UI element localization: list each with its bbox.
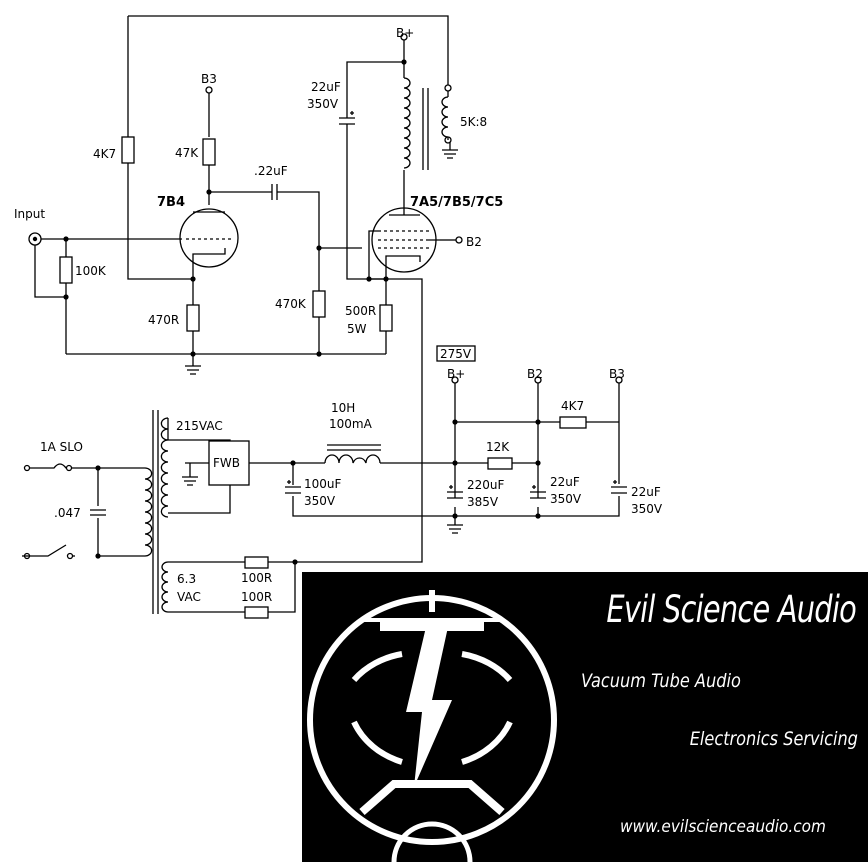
label-r-100k: 100K <box>75 264 107 278</box>
label-psu-b3: B3 <box>609 367 625 381</box>
label-c-22uf-b2-v: 350V <box>550 492 582 506</box>
label-heater-vac: VAC <box>177 590 201 604</box>
label-b2-screen: B2 <box>466 235 482 249</box>
label-pt-secondary: 215VAC <box>176 419 223 433</box>
label-ot-ratio: 5K:8 <box>460 115 487 129</box>
label-tube-v1: 7B4 <box>157 195 185 210</box>
label-c-047: .047 <box>54 506 81 520</box>
label-c-100uf: 100uF <box>304 477 342 491</box>
label-r-500r: 500R <box>345 304 376 318</box>
rectifier-box <box>208 440 250 486</box>
label-c-100uf-v: 350V <box>304 494 336 508</box>
label-psu-voltage: 275V <box>440 347 472 361</box>
label-c-22uf-b3: 22uF <box>631 485 661 499</box>
labels: Input B3 4K7 47K .22uF 7B4 100K 470R B+ … <box>14 26 663 604</box>
logo-panel: Evil Science Audio Vacuum Tube Audio Ele… <box>302 572 868 862</box>
label-bplus-top: B+ <box>396 26 414 40</box>
label-r-100r-a: 100R <box>241 571 272 585</box>
label-tube-v2: 7A5/7B5/7C5 <box>410 195 503 210</box>
fuse-symbol <box>23 463 73 472</box>
label-input: Input <box>14 207 45 221</box>
label-c-out-value: 22uF <box>311 80 341 94</box>
label-c-22uf-b3-v: 350V <box>631 502 663 516</box>
logo-tagline-2: Electronics Servicing <box>689 728 858 750</box>
label-c-22uf-b2: 22uF <box>550 475 580 489</box>
label-r-470k: 470K <box>275 297 307 311</box>
label-r-4k7-psu: 4K7 <box>561 399 584 413</box>
resistors <box>59 136 587 619</box>
label-r-4k7: 4K7 <box>93 147 116 161</box>
power-transformer <box>144 410 169 614</box>
label-psu-b2: B2 <box>527 367 543 381</box>
label-r-470r: 470R <box>148 313 179 327</box>
capacitors <box>90 111 627 516</box>
tube-7a5 <box>368 207 440 279</box>
label-c-out-voltage: 350V <box>307 97 339 111</box>
output-transformer <box>403 77 449 170</box>
label-b3-top: B3 <box>201 72 217 86</box>
label-choke-h: 10H <box>331 401 355 415</box>
logo-tube-icon <box>307 590 557 862</box>
label-r-500r-watts: 5W <box>347 322 367 336</box>
logo-tagline-1: Vacuum Tube Audio <box>581 670 741 692</box>
label-choke-ma: 100mA <box>329 417 373 431</box>
tube-7b4 <box>179 208 239 268</box>
label-psu-bplus: B+ <box>447 367 465 381</box>
switch-symbol <box>22 544 74 560</box>
terminals <box>28 33 623 384</box>
label-c-220uf-v: 385V <box>467 495 499 509</box>
logo-title: Evil Science Audio <box>606 588 856 631</box>
label-heater-v: 6.3 <box>177 572 196 586</box>
logo-url: www.evilscienceaudio.com <box>620 817 826 837</box>
choke-10h <box>324 444 381 464</box>
voltage-box <box>436 345 476 362</box>
label-fuse: 1A SLO <box>40 440 83 454</box>
label-c-220uf: 220uF <box>467 478 505 492</box>
label-rectifier: FWB <box>213 456 240 470</box>
label-r-100r-b: 100R <box>241 590 272 604</box>
label-c-22uf-coupling: .22uF <box>254 164 288 178</box>
ground-symbols <box>182 149 463 534</box>
label-r-47k: 47K <box>175 146 199 160</box>
label-r-12k: 12K <box>486 440 510 454</box>
